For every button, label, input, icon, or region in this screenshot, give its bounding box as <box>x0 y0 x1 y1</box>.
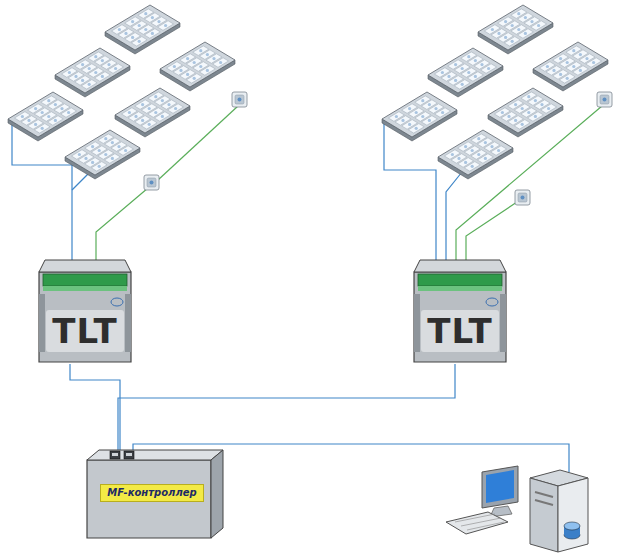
lamp-group <box>8 5 608 179</box>
light-sensor <box>515 190 530 205</box>
light-sensor <box>232 92 247 107</box>
ceiling-lamp <box>8 92 83 141</box>
device-label: TLT <box>46 310 123 352</box>
computer-icon <box>446 466 588 552</box>
ceiling-lamp <box>428 48 503 97</box>
ceiling-lamp <box>160 42 235 91</box>
ceiling-lamp <box>438 130 513 179</box>
bus-line <box>118 364 455 450</box>
bus-line <box>70 364 120 450</box>
ceiling-lamp <box>105 5 180 54</box>
ceiling-lamp <box>478 5 553 54</box>
ceiling-lamp <box>533 42 608 91</box>
ceiling-lamp <box>65 130 140 179</box>
ceiling-lamp <box>488 88 563 137</box>
controller-label: MF-контроллер <box>100 484 203 502</box>
sensor-wires <box>96 106 602 262</box>
tlt-module: TLT <box>410 258 510 364</box>
light-sensor <box>144 175 159 190</box>
sensor-group <box>144 92 612 205</box>
tlt-module: TLT <box>35 258 135 364</box>
mf-controller-box: MF-контроллер <box>85 450 225 540</box>
ceiling-lamp <box>115 88 190 137</box>
light-sensor <box>597 92 612 107</box>
ceiling-lamp <box>55 48 130 97</box>
ceiling-lamp <box>382 92 457 141</box>
lamp-wires <box>12 120 462 262</box>
device-label: TLT <box>421 310 498 352</box>
